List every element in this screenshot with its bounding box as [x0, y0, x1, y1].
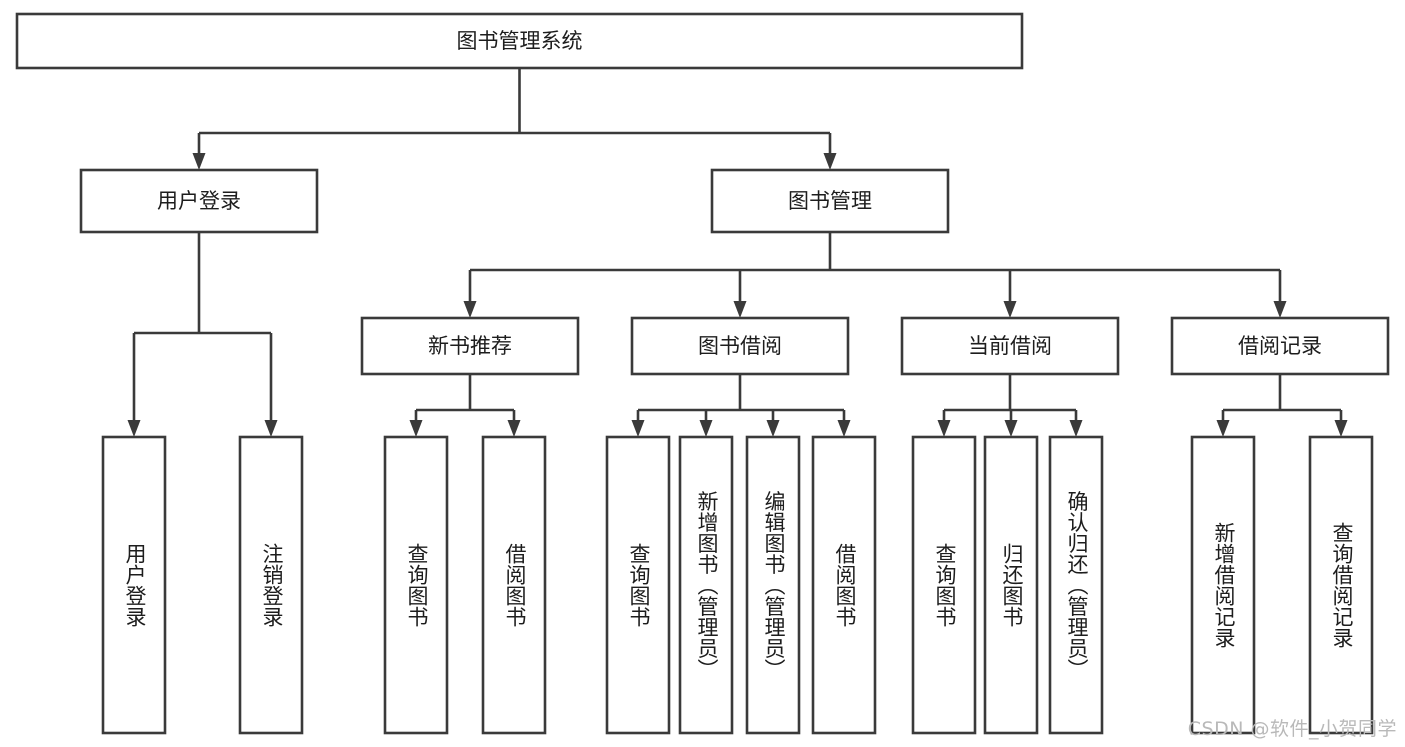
node-box: [238, 435, 304, 735]
arrow-head-icon: [631, 420, 645, 437]
node-root[interactable]: 图书管理系统: [15, 12, 1024, 70]
arrow-head-icon: [837, 420, 851, 437]
node-box: [360, 316, 580, 376]
node-l-user-login[interactable]: 用户登录: [101, 435, 167, 735]
nodes-layer: 图书管理系统用户登录图书管理新书推荐图书借阅当前借阅借阅记录用户登录注销登录查询…: [15, 12, 1390, 735]
node-box: [101, 435, 167, 735]
arrow-head-icon: [823, 153, 837, 170]
node-box: [1308, 435, 1374, 735]
node-l-nb-query[interactable]: 查询图书: [383, 435, 449, 735]
node-box: [383, 435, 449, 735]
node-label: 新增图书（管理员）: [695, 491, 719, 680]
node-box: [481, 435, 547, 735]
node-label: 图书管理系统: [457, 29, 583, 53]
node-l-rc-add[interactable]: 新增借阅记录: [1190, 435, 1256, 735]
node-label: 图书借阅: [698, 334, 782, 358]
node-n-book-mgmt[interactable]: 图书管理: [710, 168, 950, 234]
arrow-head-icon: [1003, 301, 1017, 318]
node-box: [745, 435, 801, 735]
arrow-head-icon: [699, 420, 713, 437]
edge-group-n_book_mgmt: [463, 232, 1287, 318]
node-box: [15, 12, 1024, 70]
arrow-head-icon: [192, 153, 206, 170]
node-box: [630, 316, 850, 376]
edge-group-root: [192, 68, 837, 170]
edge-group-n_records: [1216, 374, 1348, 437]
node-n-borrow[interactable]: 图书借阅: [630, 316, 850, 376]
node-l-cu-confirm[interactable]: 确认归还（管理员）: [1048, 435, 1104, 735]
node-n-current[interactable]: 当前借阅: [900, 316, 1120, 376]
node-box: [911, 435, 977, 735]
node-label: 归还图书: [1000, 543, 1024, 627]
arrow-head-icon: [766, 420, 780, 437]
arrow-head-icon: [507, 420, 521, 437]
node-label: 用户登录: [157, 189, 241, 213]
edge-group-n_user_login: [127, 232, 278, 437]
node-l-bw-borrow[interactable]: 借阅图书: [811, 435, 877, 735]
node-l-cu-query[interactable]: 查询图书: [911, 435, 977, 735]
node-box: [1190, 435, 1256, 735]
node-label: 查询图书: [405, 543, 429, 627]
node-label: 当前借阅: [968, 334, 1052, 358]
arrow-head-icon: [1273, 301, 1287, 318]
arrow-head-icon: [463, 301, 477, 318]
node-l-nb-borrow[interactable]: 借阅图书: [481, 435, 547, 735]
node-n-records[interactable]: 借阅记录: [1170, 316, 1390, 376]
edge-group-n_new_books: [409, 374, 521, 437]
node-label: 新书推荐: [428, 334, 512, 358]
node-label: 借阅图书: [503, 543, 527, 627]
arrow-head-icon: [1334, 420, 1348, 437]
node-n-user-login[interactable]: 用户登录: [79, 168, 319, 234]
node-l-bw-query[interactable]: 查询图书: [605, 435, 671, 735]
node-label: 借阅记录: [1238, 334, 1322, 358]
node-l-bw-add[interactable]: 新增图书（管理员）: [678, 435, 734, 735]
node-l-bw-edit[interactable]: 编辑图书（管理员）: [745, 435, 801, 735]
node-label: 图书管理: [788, 189, 872, 213]
arrow-head-icon: [127, 420, 141, 437]
node-label: 新增借阅记录: [1212, 522, 1236, 648]
arrow-head-icon: [1004, 420, 1018, 437]
edge-group-n_current: [937, 374, 1083, 437]
node-label: 注销登录: [260, 543, 284, 627]
node-box: [710, 168, 950, 234]
edge-group-n_borrow: [631, 374, 851, 437]
arrow-head-icon: [733, 301, 747, 318]
node-label: 查询借阅记录: [1330, 522, 1354, 648]
node-box: [605, 435, 671, 735]
node-box: [79, 168, 319, 234]
node-l-cu-return[interactable]: 归还图书: [983, 435, 1039, 735]
arrow-head-icon: [1069, 420, 1083, 437]
node-label: 确认归还（管理员）: [1065, 491, 1089, 680]
node-label: 借阅图书: [833, 543, 857, 627]
node-box: [811, 435, 877, 735]
node-l-user-logout[interactable]: 注销登录: [238, 435, 304, 735]
node-label: 用户登录: [123, 543, 147, 627]
node-box: [678, 435, 734, 735]
node-label: 查询图书: [933, 543, 957, 627]
node-box: [1048, 435, 1104, 735]
node-label: 编辑图书（管理员）: [762, 491, 786, 680]
node-box: [983, 435, 1039, 735]
arrow-head-icon: [1216, 420, 1230, 437]
node-label: 查询图书: [627, 543, 651, 627]
edges-layer: [127, 68, 1348, 437]
node-l-rc-query[interactable]: 查询借阅记录: [1308, 435, 1374, 735]
arrow-head-icon: [409, 420, 423, 437]
node-box: [1170, 316, 1390, 376]
node-box: [900, 316, 1120, 376]
node-n-new-books[interactable]: 新书推荐: [360, 316, 580, 376]
arrow-head-icon: [937, 420, 951, 437]
arrow-head-icon: [264, 420, 278, 437]
